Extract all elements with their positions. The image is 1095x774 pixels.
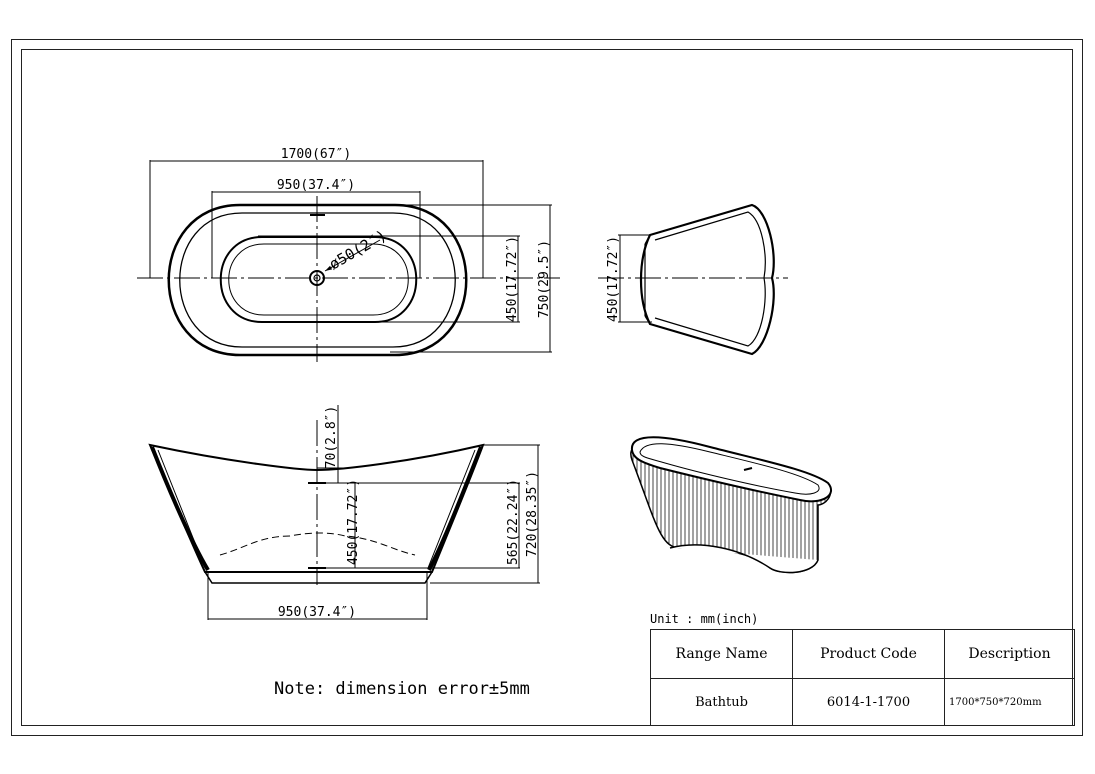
- total-height-label: 720(28.35″): [525, 471, 540, 557]
- range-name-value: Bathtub: [650, 678, 793, 726]
- spec-table-row: Bathtub 6014-1-1700 1700*750*720mm: [650, 678, 1075, 726]
- drawing-inner-border: [21, 49, 1073, 726]
- top-view-outer-rim: [167, 203, 468, 357]
- perspective-view: [630, 436, 832, 574]
- top-view-rim-inner-line: [179, 212, 456, 348]
- inner-depth-label: 450(17.72″): [346, 479, 361, 565]
- top-view-basin-inner: [228, 243, 409, 316]
- base-length-label: 950(37.4″): [278, 605, 356, 620]
- top-width-label: 750(29.5″): [537, 240, 552, 318]
- top-inner-width-label: 450(17.72″): [505, 236, 520, 322]
- drawing-outer-border: [11, 39, 1083, 736]
- top-view-basin: [219, 236, 418, 323]
- drain-icon: [309, 270, 325, 286]
- range-name-header: Range Name: [650, 629, 793, 679]
- drain-diameter-label: ø50(2″): [326, 226, 390, 273]
- top-inner-length-label: 950(37.4″): [277, 178, 355, 193]
- description-value: 1700*750*720mm: [944, 678, 1075, 726]
- end-view-outline: [639, 203, 775, 356]
- side-view: [148, 405, 540, 620]
- description-header: Description: [944, 629, 1075, 679]
- top-length-label: 1700(67″): [281, 147, 351, 162]
- end-view: [598, 203, 788, 356]
- top-view: [137, 160, 560, 362]
- spec-table: Range Name Product Code Description Bath…: [650, 629, 1075, 726]
- dimension-note: Note: dimension error±5mm: [274, 679, 530, 699]
- product-code-value: 6014-1-1700: [792, 678, 945, 726]
- rim-depth-label: 70(2.8″): [324, 406, 339, 469]
- unit-label: Unit : mm(inch): [650, 612, 759, 626]
- side-view-basin-dashed: [219, 532, 416, 556]
- overflow-height-label: 565(22.24″): [506, 479, 521, 565]
- spec-table-header-row: Range Name Product Code Description: [650, 629, 1075, 679]
- product-code-header: Product Code: [792, 629, 945, 679]
- end-width-label: 450(17.72″): [606, 236, 621, 322]
